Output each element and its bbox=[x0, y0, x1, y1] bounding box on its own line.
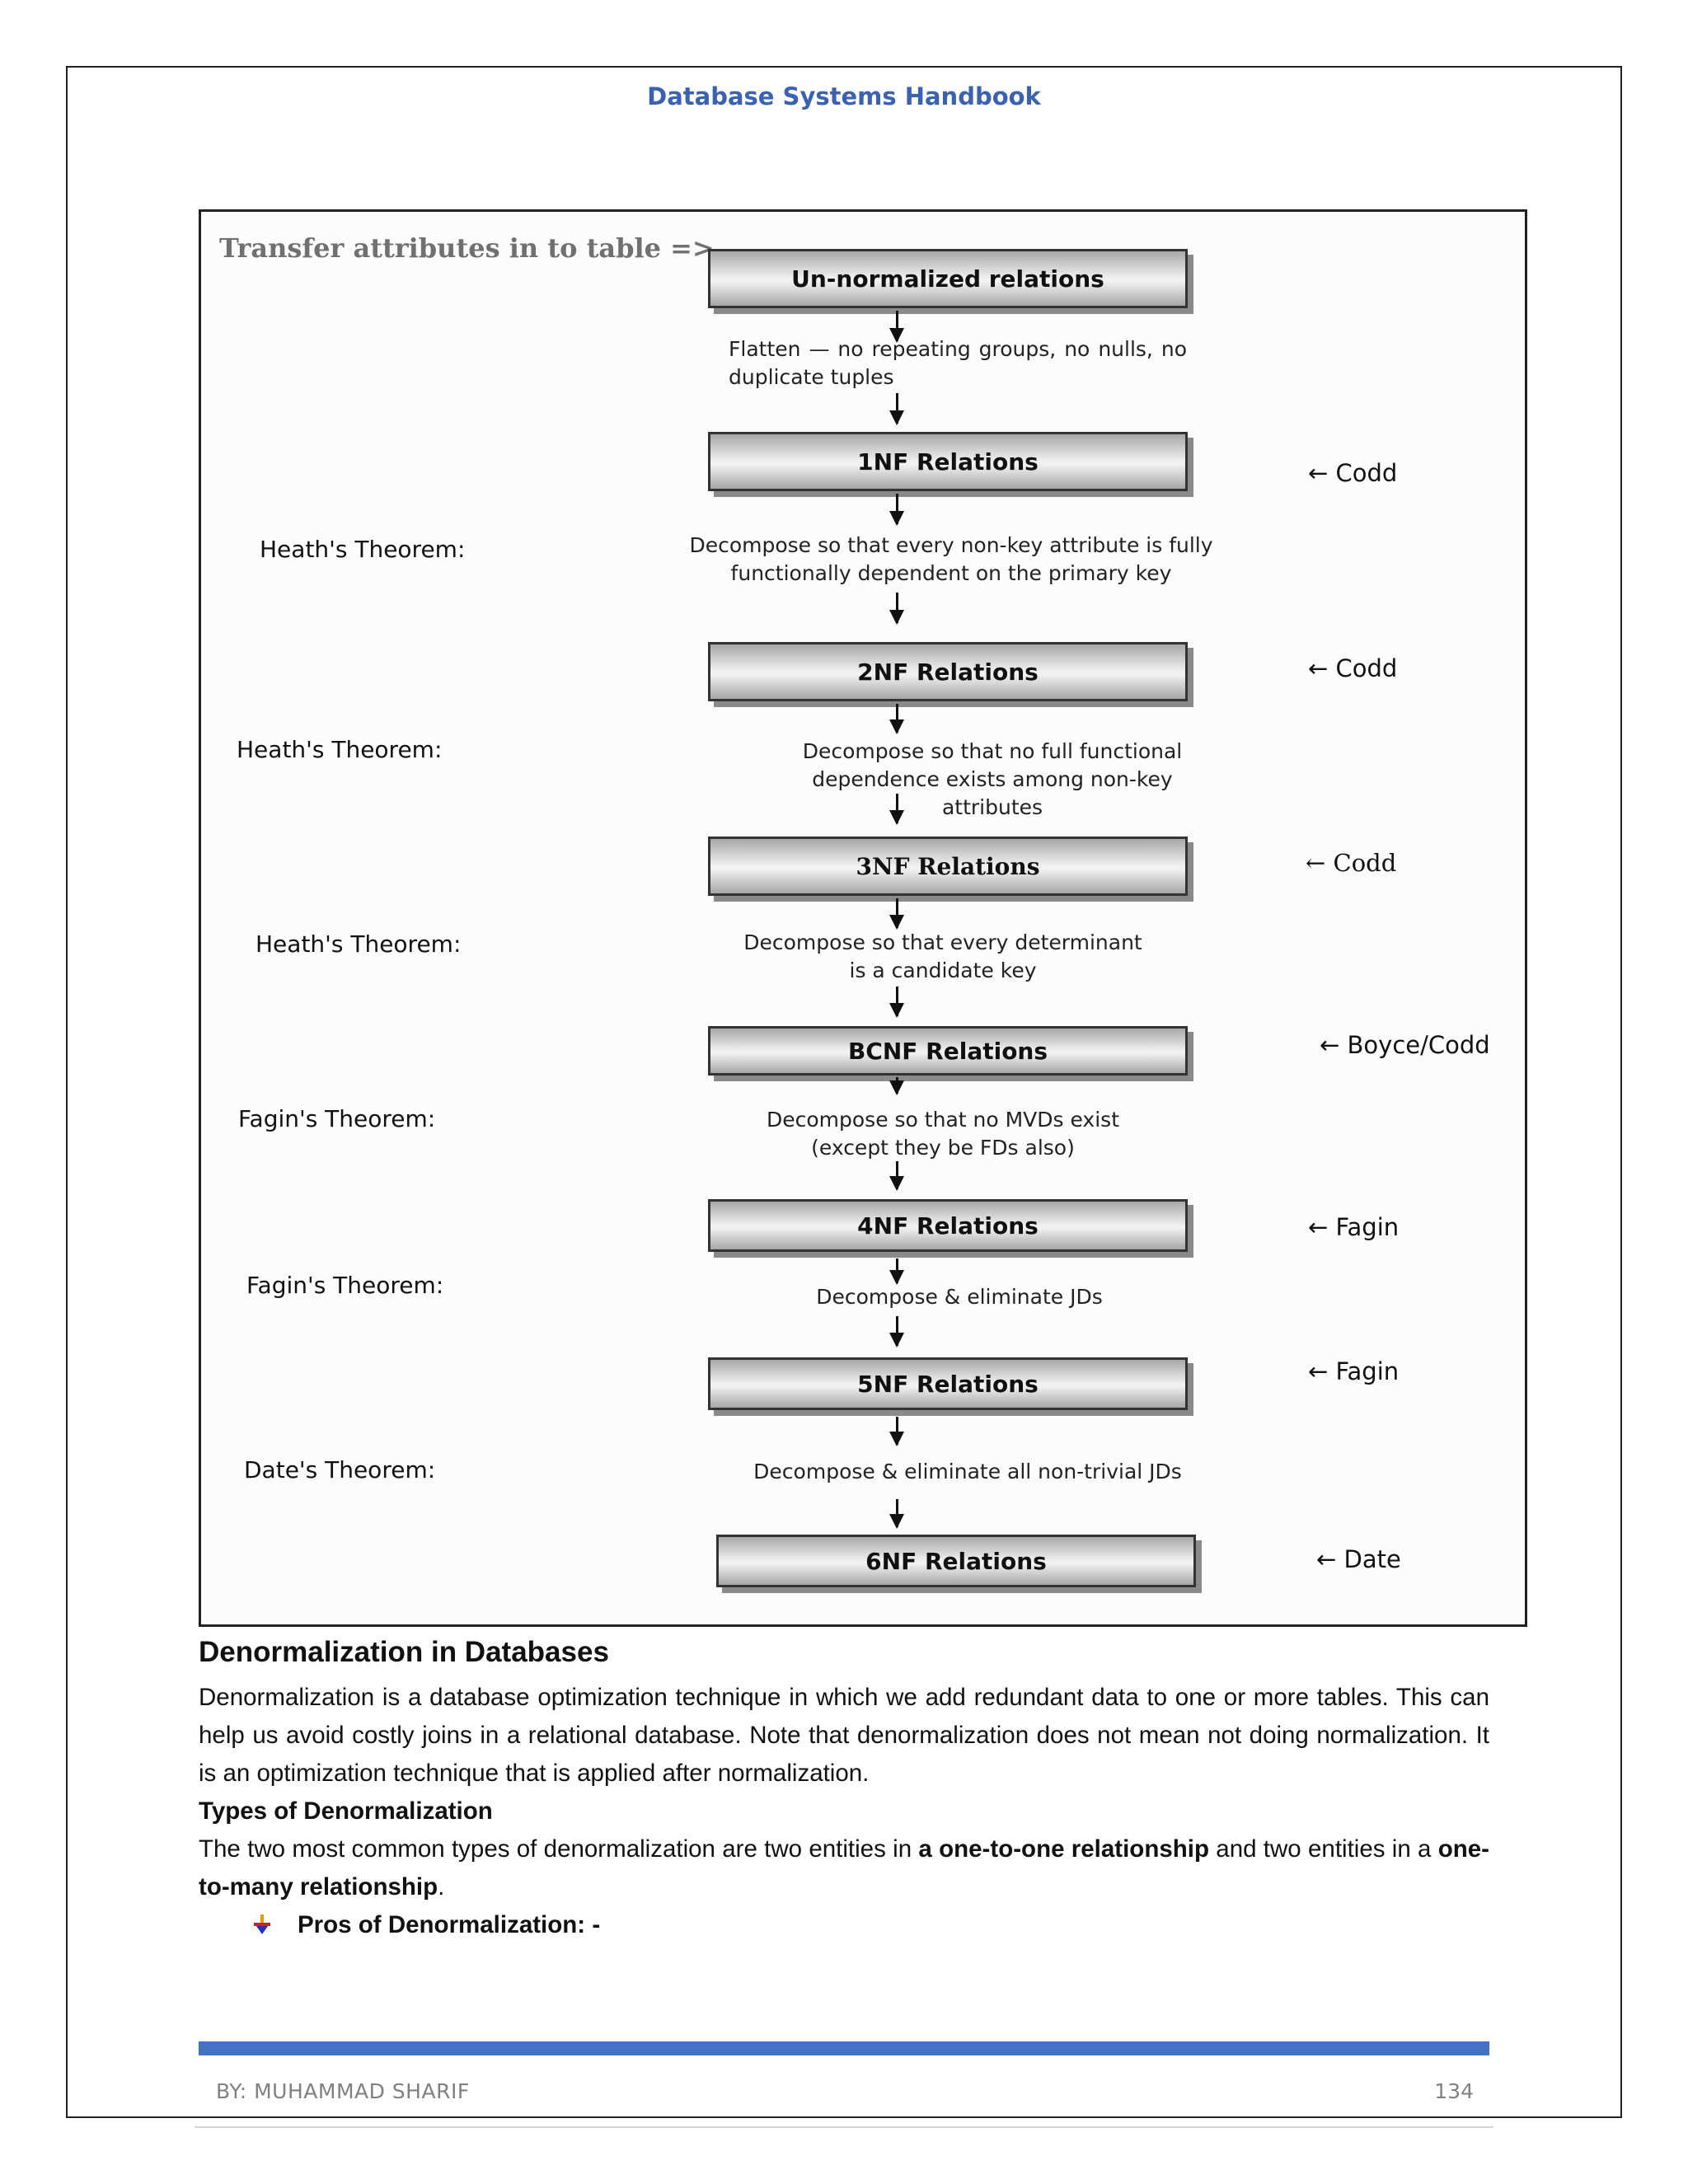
flow-arrow bbox=[889, 794, 904, 825]
page-number: 134 bbox=[1434, 2079, 1474, 2103]
flow-arrow bbox=[889, 1499, 904, 1529]
flow-arrow bbox=[889, 704, 904, 734]
step-6nf-rule: Decompose & eliminate all non-trivial JD… bbox=[753, 1460, 1182, 1483]
flow-arrow bbox=[889, 898, 904, 930]
author-label: ← Boyce/Codd bbox=[1320, 1031, 1490, 1059]
author-label: ← Fagin bbox=[1308, 1357, 1400, 1385]
box-bcnf: BCNF Relations bbox=[708, 1026, 1188, 1076]
theorem-label: Heath's Theorem: bbox=[237, 736, 443, 763]
box-2nf: 2NF Relations bbox=[708, 642, 1188, 701]
theorem-label: Fagin's Theorem: bbox=[246, 1272, 444, 1299]
flow-arrow bbox=[889, 1161, 904, 1191]
theorem-label: Date's Theorem: bbox=[244, 1456, 436, 1483]
theorem-label: Heath's Theorem: bbox=[256, 930, 462, 958]
footer-author: BY: MUHAMMAD SHARIF bbox=[216, 2079, 470, 2103]
flow-arrow bbox=[889, 987, 904, 1018]
denormalization-paragraph: Denormalization is a database optimizati… bbox=[199, 1684, 1489, 1787]
flow-arrow bbox=[889, 593, 904, 625]
bullet-arrow-icon bbox=[254, 1915, 270, 1934]
author-label: ← Codd bbox=[1308, 459, 1398, 487]
box-6nf: 6NF Relations bbox=[716, 1535, 1196, 1587]
step-flatten: Flatten — no repeating groups, no nulls,… bbox=[729, 337, 1187, 389]
theorem-label: Heath's Theorem: bbox=[260, 536, 466, 563]
flow-arrow bbox=[889, 1077, 904, 1095]
box-1nf: 1NF Relations bbox=[708, 432, 1188, 491]
step-4nf-rule: Decompose so that no MVDs exist (except … bbox=[766, 1108, 1119, 1160]
bullet-label: Pros of Denormalization: - bbox=[298, 1911, 601, 1938]
types-text: The two most common types of denormaliza… bbox=[199, 1835, 919, 1863]
step-5nf-rule: Decompose & eliminate JDs bbox=[816, 1285, 1103, 1309]
flow-arrow bbox=[889, 1258, 904, 1285]
author-label: ← Codd bbox=[1306, 849, 1397, 877]
footer-bar bbox=[199, 2041, 1489, 2055]
step-3nf-rule: Decompose so that no full functional dep… bbox=[802, 739, 1183, 819]
normalization-figure: Transfer attributes in to table => Un-no… bbox=[199, 209, 1527, 1627]
types-text: . bbox=[438, 1873, 445, 1900]
box-5nf: 5NF Relations bbox=[708, 1357, 1188, 1410]
flow-arrow bbox=[889, 311, 904, 343]
box-3nf: 3NF Relations bbox=[708, 837, 1188, 896]
types-subheading: Types of Denormalization bbox=[199, 1797, 493, 1825]
step-2nf-rule: Decompose so that every non-key attribut… bbox=[689, 533, 1213, 585]
flow-arrow bbox=[889, 1417, 904, 1446]
box-4nf: 4NF Relations bbox=[708, 1199, 1188, 1252]
author-label: ← Codd bbox=[1308, 654, 1398, 682]
step-bcnf-rule: Decompose so that every determinant is a… bbox=[743, 930, 1142, 982]
flow-arrow bbox=[889, 494, 904, 526]
section-heading: Denormalization in Databases bbox=[199, 1636, 609, 1668]
box-unnormalized: Un-normalized relations bbox=[708, 249, 1188, 308]
flow-arrow bbox=[889, 393, 904, 425]
flow-arrow bbox=[889, 1316, 904, 1347]
figure-heading: Transfer attributes in to table => bbox=[219, 232, 715, 264]
footer-rule bbox=[195, 2126, 1493, 2128]
types-bold-one-to-many: one-to-many relationship bbox=[199, 1835, 1490, 1900]
author-label: ← Date bbox=[1316, 1545, 1401, 1573]
types-paragraph: The two most common types of denormaliza… bbox=[199, 1830, 1489, 1906]
author-label: ← Fagin bbox=[1308, 1213, 1400, 1241]
types-text: and two entities in a bbox=[1208, 1835, 1438, 1863]
theorem-label: Fagin's Theorem: bbox=[238, 1105, 436, 1132]
page-border bbox=[66, 66, 1622, 2118]
types-bold-one-to-one: a one-to-one relationship bbox=[918, 1835, 1209, 1863]
running-header: Database Systems Handbook bbox=[647, 82, 1041, 110]
